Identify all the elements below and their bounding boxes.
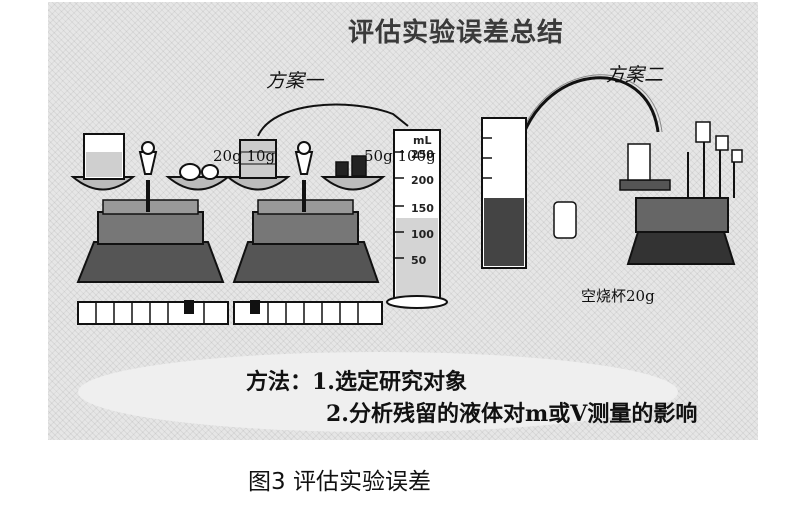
method-line-1: 方法：1.选定研究对象 bbox=[246, 369, 467, 395]
cylinder-tick: 200 bbox=[411, 174, 434, 187]
figure-caption: 图3 评估实验误差 bbox=[248, 469, 431, 495]
diagram-title: 评估实验误差总结 bbox=[348, 18, 565, 48]
weights-label-right: 50g 100g bbox=[364, 147, 436, 165]
background-cloud bbox=[78, 352, 678, 432]
empty-beaker-label: 空烧杯20g bbox=[581, 287, 655, 305]
diagram-panel: mL 250 200 150 100 50 bbox=[48, 2, 758, 440]
weights-icon bbox=[179, 163, 201, 181]
pour-arrow-icon bbox=[257, 103, 409, 137]
cylinder-tick: 150 bbox=[411, 202, 434, 215]
balance-icon bbox=[70, 133, 231, 325]
method-line-2: 2.分析残留的液体对m或V测量的影响 bbox=[326, 401, 698, 427]
rack-icon bbox=[619, 121, 743, 265]
scheme-one-label: 方案一 bbox=[266, 70, 324, 92]
beaker-icon bbox=[481, 117, 577, 269]
pour-arrow-icon bbox=[516, 76, 660, 153]
cylinder-tick: 250 bbox=[411, 148, 434, 161]
balance-icon bbox=[225, 139, 386, 325]
scheme-two-label: 方案二 bbox=[606, 64, 664, 86]
illustration: mL 250 200 150 100 50 bbox=[70, 74, 743, 432]
weights-icon bbox=[335, 161, 349, 177]
cylinder-unit: mL bbox=[413, 134, 431, 147]
graduated-cylinder-icon: mL 250 200 150 100 50 bbox=[386, 129, 448, 309]
cylinder-tick: 50 bbox=[411, 254, 427, 267]
weights-label-left: 20g 10g bbox=[213, 147, 276, 165]
cylinder-tick: 100 bbox=[411, 228, 434, 241]
